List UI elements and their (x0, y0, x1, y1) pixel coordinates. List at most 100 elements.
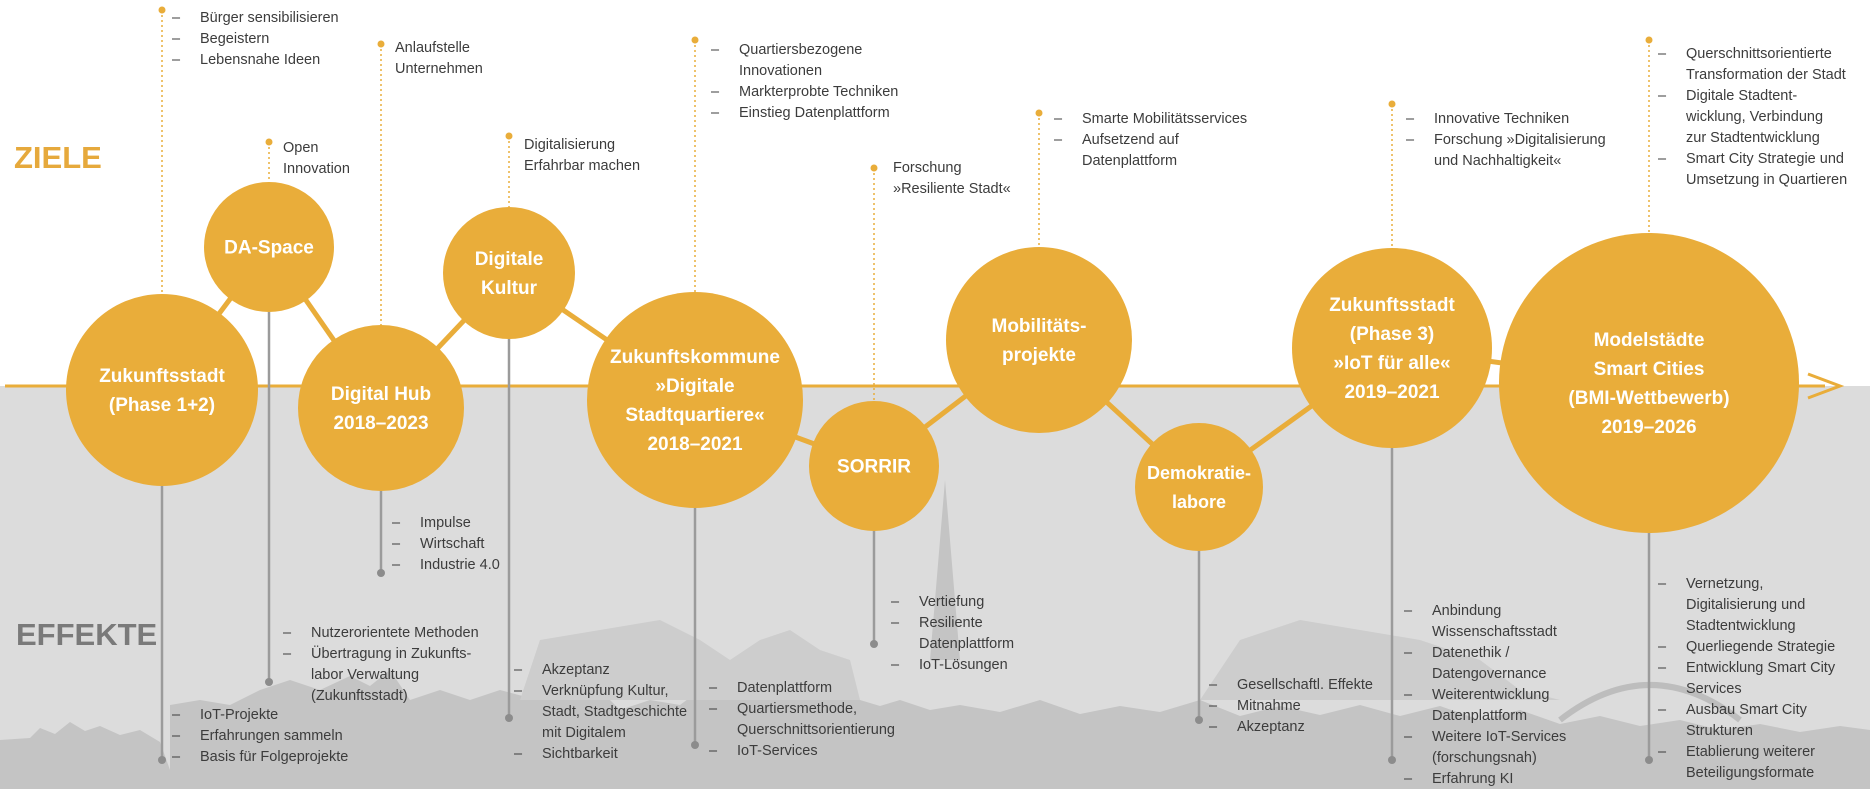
ziele-item: Umsetzung in Quartieren (1686, 172, 1848, 188)
effekte-text-digitale-kultur: AkzeptanzVerknüpfung Kultur,Stadt, Stadt… (514, 660, 687, 765)
ziele-text-sorrir: Forschung »Resiliente Stadt« (893, 158, 1011, 200)
effekte-item: Querschnittsorientierung (737, 722, 895, 738)
effekte-item: Datenplattform (919, 636, 1015, 652)
effekte-item: Etablierung weiterer (1658, 742, 1835, 763)
effekte-item: Strukturen (1686, 723, 1753, 739)
project-circle-digitale-kultur (443, 207, 575, 339)
effekte-item: (forschungsnah) (1432, 750, 1537, 766)
ziele-item: wicklung, Verbindung (1686, 109, 1824, 125)
effekte-dot-sorrir (870, 640, 878, 648)
effekte-item: Datenplattform (709, 678, 895, 699)
effekte-dot-digital-hub (377, 569, 385, 577)
project-circle-sorrir (809, 401, 939, 531)
project-circle-zukunftsstadt-3 (1292, 248, 1492, 448)
ziele-item: Querschnittsorientierte (1658, 44, 1847, 65)
ziele-item: Lebensnahe Ideen (172, 50, 339, 71)
effekte-item: Datengovernance (1432, 666, 1547, 682)
project-label-demokratie: labore (1172, 492, 1226, 512)
effekte-item: Beteiligungsformate (1686, 765, 1815, 781)
project-label-modelstaedte: Modelstädte (1594, 330, 1705, 351)
ziele-dot-sorrir (870, 164, 878, 172)
effekte-dot-zukunftsstadt-3 (1388, 756, 1396, 764)
ziele-dot-zukunftsstadt-12 (158, 6, 166, 14)
ziele-item: und Nachhaltigkeit« (1434, 153, 1562, 169)
ziele-item: Begeistern (172, 29, 339, 50)
ziele-text-mobilitaet: Smarte MobilitätsservicesAufsetzend aufD… (1054, 109, 1247, 172)
effekte-dot-digitale-kultur (505, 714, 513, 722)
ziele-item: Forschung (893, 160, 962, 176)
ziele-item: Erfahrbar machen (524, 158, 641, 174)
effekte-text-zukunftsstadt-12: IoT-ProjekteErfahrungen sammelnBasis für… (172, 705, 348, 768)
project-label-zukunftsstadt-3: (Phase 3) (1350, 324, 1434, 345)
project-label-digitale-kultur: Kultur (481, 278, 538, 299)
effekte-item: Verknüpfung Kultur, (514, 681, 687, 702)
effekte-item: Datenethik / (1404, 643, 1566, 664)
effekte-item: Wirtschaft (392, 534, 500, 555)
ziele-item: Transformation der Stadt (1686, 67, 1846, 83)
effekte-item: Akzeptanz (514, 660, 687, 681)
effekte-item: Stadtentwicklung (1686, 618, 1796, 634)
ziele-item: Smart City Strategie und (1658, 149, 1847, 170)
effekte-item: Sichtbarkeit (514, 744, 687, 765)
ziele-dot-zukunftsstadt-3 (1388, 100, 1396, 108)
effekte-text-modelstaedte: Vernetzung,Digitalisierung undStadtentwi… (1658, 574, 1835, 784)
project-circle-modelstaedte (1499, 233, 1799, 533)
effekte-item: labor Verwaltung (311, 667, 420, 683)
ziele-dot-digital-hub (377, 40, 385, 48)
project-circle-zukunftskommune (587, 292, 803, 508)
project-label-da-space: DA-Space (224, 238, 314, 259)
ziele-item: Einstieg Datenplattform (711, 103, 898, 124)
project-label-modelstaedte: 2019–2026 (1601, 417, 1696, 438)
effekte-item: Nutzerorientete Methoden (283, 623, 479, 644)
effekte-item: Weitere IoT-Services (1404, 727, 1566, 748)
effekte-item: Übertragung in Zukunfts- (283, 644, 479, 665)
effekte-item: Datenplattform (1432, 708, 1528, 724)
ziele-item: Digitale Stadtent- (1658, 86, 1847, 107)
ziele-item: Anlaufstelle (395, 40, 470, 56)
ziele-item: Innovative Techniken (1406, 109, 1606, 130)
ziele-item: Innovation (283, 161, 350, 177)
heading-effekte: EFFEKTE (16, 617, 158, 652)
effekte-text-zukunftskommune: DatenplattformQuartiersmethode,Querschni… (709, 678, 895, 762)
effekte-item: Weiterentwicklung (1404, 685, 1566, 706)
ziele-item: Unternehmen (395, 61, 483, 77)
effekte-item: Gesellschaftl. Effekte (1209, 675, 1373, 696)
project-label-zukunftsstadt-12: (Phase 1+2) (109, 395, 215, 416)
ziele-item: Forschung »Digitalisierung (1406, 130, 1606, 151)
effekte-item: Erfahrungen sammeln (172, 726, 348, 747)
project-label-zukunftsstadt-3: 2019–2021 (1344, 382, 1440, 403)
effekte-item: Impulse (392, 513, 500, 534)
effekte-item: Industrie 4.0 (392, 555, 500, 576)
project-label-zukunftskommune: 2018–2021 (647, 434, 743, 455)
effekte-dot-demokratie (1195, 716, 1203, 724)
project-label-zukunftsstadt-12: Zukunftsstadt (99, 366, 225, 387)
effekte-item: IoT-Lösungen (891, 655, 1014, 676)
effekte-item: Vernetzung, (1658, 574, 1835, 595)
project-label-zukunftskommune: »Digitale (655, 376, 734, 397)
effekte-item: Akzeptanz (1209, 717, 1373, 738)
ziele-item: Open (283, 140, 319, 156)
heading-ziele: ZIELE (14, 140, 102, 175)
ziele-dot-da-space (265, 138, 273, 146)
project-circle-digital-hub (298, 325, 464, 491)
project-label-modelstaedte: (BMI-Wettbewerb) (1568, 388, 1729, 409)
effekte-item: Basis für Folgeprojekte (172, 747, 348, 768)
effekte-item: mit Digitalem (542, 725, 626, 741)
project-circle-demokratie (1135, 423, 1263, 551)
effekte-text-demokratie: Gesellschaftl. EffekteMitnahmeAkzeptanz (1209, 675, 1373, 738)
effekte-item: Resiliente (891, 613, 1014, 634)
project-circle-zukunftsstadt-12 (66, 294, 258, 486)
project-label-mobilitaet: projekte (1002, 345, 1076, 366)
effekte-item: Vertiefung (891, 592, 1014, 613)
ziele-item: Datenplattform (1082, 153, 1178, 169)
effekte-text-zukunftsstadt-3: AnbindungWissenschaftsstadtDatenethik /D… (1404, 601, 1566, 790)
ziele-item: Markterprobte Techniken (711, 82, 898, 103)
project-label-zukunftskommune: Zukunftskommune (610, 347, 780, 368)
ziele-item: »Resiliente Stadt« (893, 181, 1011, 197)
project-label-zukunftskommune: Stadtquartiere« (625, 405, 764, 426)
effekte-item: IoT-Services (709, 741, 895, 762)
project-label-modelstaedte: Smart Cities (1594, 359, 1705, 380)
ziele-dot-zukunftskommune (691, 36, 699, 44)
